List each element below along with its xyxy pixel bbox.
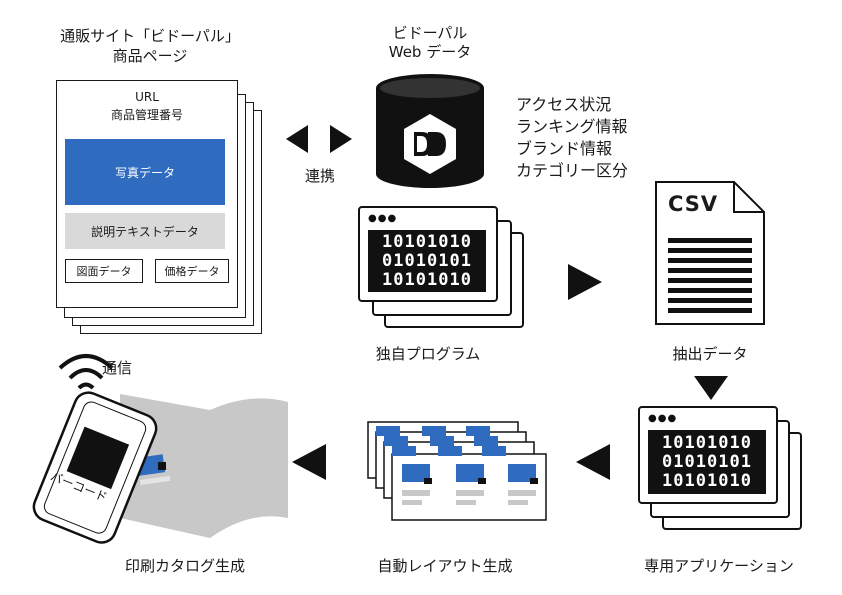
comm-label: 通信 xyxy=(102,359,133,377)
program-binary-line: 10101010 xyxy=(382,232,472,252)
info-brand: ブランド情報 xyxy=(516,139,613,158)
arrow-left-icon xyxy=(576,444,610,480)
wifi-signal-icon xyxy=(58,354,114,390)
price-data-box: 価格データ xyxy=(155,259,229,283)
database-title-line2: Web データ xyxy=(388,43,472,61)
program-binary-line: 10101010 xyxy=(382,270,472,290)
csv-document-icon xyxy=(655,181,765,325)
site-title: 通販サイト「ビドーパル」 商品ページ xyxy=(40,26,260,66)
arrow-left-icon xyxy=(292,444,326,480)
app-binary-line: 01010101 xyxy=(662,452,752,472)
app-binary-screen: 10101010 01010101 10101010 xyxy=(648,430,766,494)
info-ranking: ランキング情報 xyxy=(516,117,628,136)
layout-label: 自動レイアウト生成 xyxy=(377,557,513,575)
photo-data-block: 写真データ xyxy=(65,139,225,205)
catalog-book-icon xyxy=(32,391,288,544)
site-title-line2: 商品ページ xyxy=(112,47,188,65)
info-access: アクセス状況 xyxy=(516,95,612,114)
database-icon xyxy=(376,74,484,188)
info-category: カテゴリー区分 xyxy=(516,161,629,180)
page-url: URL xyxy=(135,90,159,104)
product-page: URL 商品管理番号 写真データ 説明テキストデータ 図面データ 価格データ xyxy=(56,80,238,308)
app-window: ●●● 10101010 01010101 10101010 xyxy=(638,406,778,504)
program-window: ●●● 10101010 01010101 10101010 xyxy=(358,206,498,302)
link-label: 連携 xyxy=(304,167,335,185)
program-binary-line: 01010101 xyxy=(382,251,472,271)
csv-text: CSV xyxy=(668,192,719,216)
page-product-id: 商品管理番号 xyxy=(110,108,183,122)
window-dots-icon: ●●● xyxy=(648,413,678,424)
site-title-line1: 通販サイト「ビドーパル」 xyxy=(60,27,240,45)
arrow-down-icon xyxy=(694,376,728,400)
link-arrows-icon xyxy=(286,125,352,153)
database-title-line1: ビドーパル xyxy=(392,24,468,42)
app-binary-line: 10101010 xyxy=(662,433,752,453)
database-info-list: アクセス状況 ランキング情報 ブランド情報 カテゴリー区分 xyxy=(516,94,628,182)
layout-sheets-icon xyxy=(367,421,547,521)
app-label: 専用アプリケーション xyxy=(644,557,794,575)
app-binary-line: 10101010 xyxy=(662,471,752,491)
description-data-block: 説明テキストデータ xyxy=(65,213,225,249)
database-title: ビドーパル Web データ xyxy=(370,24,490,62)
arrow-right-icon xyxy=(568,264,602,300)
program-binary-screen: 10101010 01010101 10101010 xyxy=(368,230,486,292)
database-logo-icon xyxy=(404,114,456,174)
csv-label: 抽出データ xyxy=(672,345,748,363)
window-dots-icon: ●●● xyxy=(368,213,398,224)
catalog-label: 印刷カタログ生成 xyxy=(124,557,245,575)
drawing-data-box: 図面データ xyxy=(65,259,143,283)
program-label: 独自プログラム xyxy=(375,345,481,363)
